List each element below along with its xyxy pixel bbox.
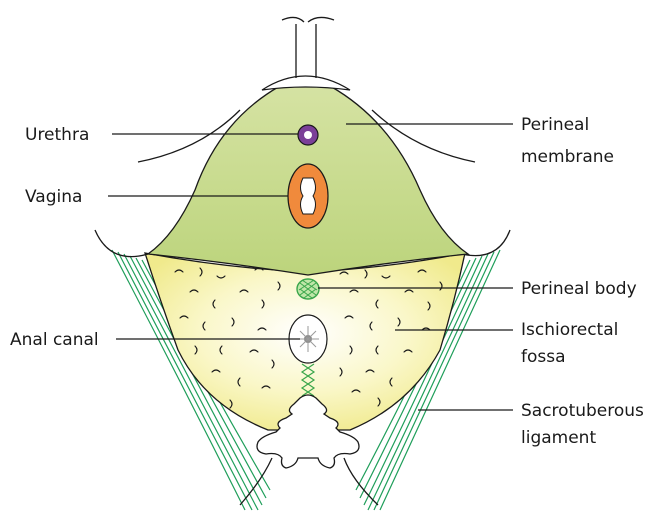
label-urethra: Urethra bbox=[25, 125, 89, 145]
suspensory-stalk bbox=[282, 17, 334, 78]
label-perineal-membrane-1: Perineal bbox=[521, 115, 589, 135]
left-border-curve bbox=[95, 230, 148, 257]
label-vagina: Vagina bbox=[25, 187, 82, 207]
label-perineal-membrane-2: membrane bbox=[521, 147, 614, 167]
label-sacrotuberous-ligament-1: Sacrotuberous bbox=[521, 401, 644, 421]
label-ischiorectal-fossa-2: fossa bbox=[521, 347, 566, 367]
label-sacrotuberous-ligament-2: ligament bbox=[521, 428, 596, 448]
label-ischiorectal-fossa-1: Ischiorectal bbox=[521, 320, 618, 340]
urethra bbox=[298, 125, 318, 145]
vagina bbox=[288, 164, 328, 228]
right-border-curve bbox=[462, 230, 510, 256]
sacrum-lower bbox=[240, 458, 378, 505]
label-anal-canal: Anal canal bbox=[10, 330, 99, 350]
perineal-body bbox=[297, 279, 319, 299]
label-perineal-body: Perineal body bbox=[521, 279, 637, 299]
